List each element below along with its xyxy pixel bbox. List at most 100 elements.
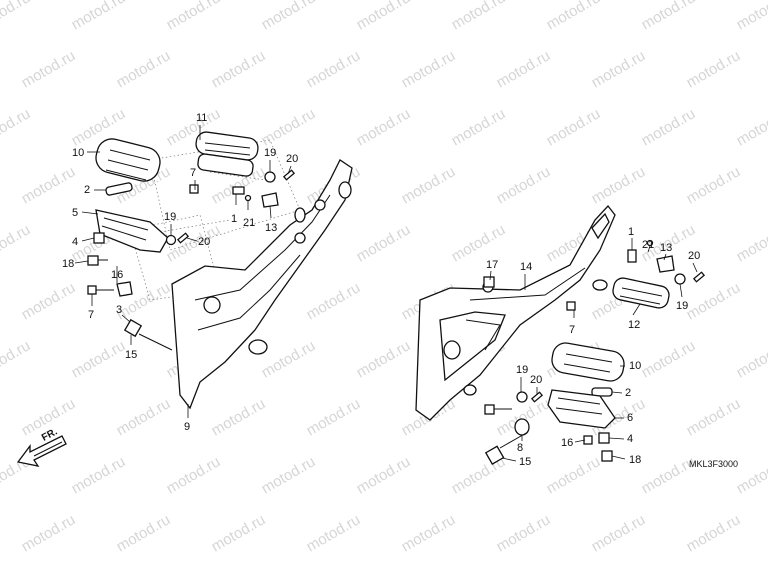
watermark-text: motod.ru [0,105,33,149]
watermark-text: motod.ru [494,47,554,91]
right-assembly [415,204,706,465]
grommet-cap [483,276,495,288]
left-assembly [87,131,353,410]
flange-bolt-head [484,445,505,465]
pin-head [484,404,495,415]
footpeg-teeth [101,217,149,241]
watermark-text: motod.ru [354,0,414,33]
bracket-edge-line [194,194,331,301]
assembly-guide-line [209,171,266,181]
callout-number: 12 [628,319,640,331]
watermark-text: motod.ru [259,453,319,497]
watermark-text: motod.ru [0,337,33,381]
bracket-hole [443,340,461,360]
watermark-text: motod.ru [494,511,554,555]
bracket-slot [591,212,610,240]
callout-number: 16 [111,269,123,281]
callout-number: 10 [629,360,641,372]
watermark-text: motod.ru [259,337,319,381]
right-leaders [489,238,698,462]
watermark-text: motod.ru [734,105,768,149]
bracket-boss [592,279,608,291]
watermark-text: motod.ru [69,337,129,381]
callout-number: 20 [688,250,700,262]
watermark-text: motod.ru [639,337,699,381]
callout-number: 13 [265,222,277,234]
rear-footpeg [197,153,254,177]
callout-number: 21 [642,239,654,251]
watermark-text: motod.ru [544,105,604,149]
bracket-edge-line [465,319,501,351]
watermark-text: motod.ru [544,0,604,33]
callout-number: 20 [286,153,298,165]
spring [627,249,637,263]
washer [516,391,528,403]
callout-number: 7 [569,324,575,336]
watermark-text: motod.ru [734,453,768,497]
callout-number: 19 [264,147,276,159]
callout-number: 20 [198,236,210,248]
watermark-text: motod.ru [589,511,649,555]
detent-plate [656,255,675,273]
watermark-text: motod.ru [684,511,744,555]
watermark-text: motod.ru [494,163,554,207]
callout-number: 10 [72,147,84,159]
callout-number: 1 [231,213,237,225]
callout-number: 18 [629,454,641,466]
callout-number: 4 [627,433,633,445]
callout-number: 8 [517,442,523,454]
pin-head [566,301,576,311]
watermark-text: motod.ru [19,511,79,555]
front-footpeg-rubber [551,342,625,382]
callout-number: 9 [184,421,190,433]
bracket-boss [248,339,268,355]
ball [646,239,654,247]
callout-number: 18 [62,258,74,270]
rear-footpeg [612,277,670,309]
watermark-text: motod.ru [354,453,414,497]
watermark-text: motod.ru [399,47,459,91]
flange-bolt-shank [138,333,173,351]
callout-number: 2 [84,184,90,196]
watermark-text: motod.ru [734,221,768,265]
bracket-hole [203,296,221,314]
flange-bolt-shank [499,431,529,449]
bracket-boss [463,384,477,396]
watermark-text: motod.ru [684,163,744,207]
callout-number: 6 [627,412,633,424]
watermark-text: motod.ru [304,511,364,555]
front-footpeg [547,389,616,429]
watermark-text: motod.ru [399,163,459,207]
cotter-pin [282,169,296,181]
callout-number: 2 [625,387,631,399]
spring-clip [116,281,133,297]
front-footpeg-rubber [95,138,161,182]
cotter-pin [530,391,544,403]
pin-head [87,285,97,295]
callout-number: 16 [561,437,573,449]
cotter-pin [176,232,190,244]
callout-number: 17 [486,259,498,271]
watermark-text: motod.ru [589,47,649,91]
bolt-head [583,435,593,445]
watermark-text: motod.ru [114,511,174,555]
bracket-edge-line [197,254,301,331]
watermark-text: motod.ru [639,0,699,33]
watermark-text: motod.ru [449,221,509,265]
detent-plate [261,192,279,208]
watermark-text: motod.ru [0,0,33,33]
bolt-head [601,450,613,462]
callout-number: 19 [676,300,688,312]
callout-number: 19 [164,211,176,223]
front-direction-arrow [16,435,67,467]
rubber-grooves [204,142,251,156]
rubber-grooves [105,149,151,181]
washer [165,234,177,246]
cotter-pin [692,271,706,283]
callout-number: 21 [243,217,255,229]
bracket-hole [314,199,326,211]
watermark-text: motod.ru [734,337,768,381]
callout-number: 1 [628,226,634,238]
